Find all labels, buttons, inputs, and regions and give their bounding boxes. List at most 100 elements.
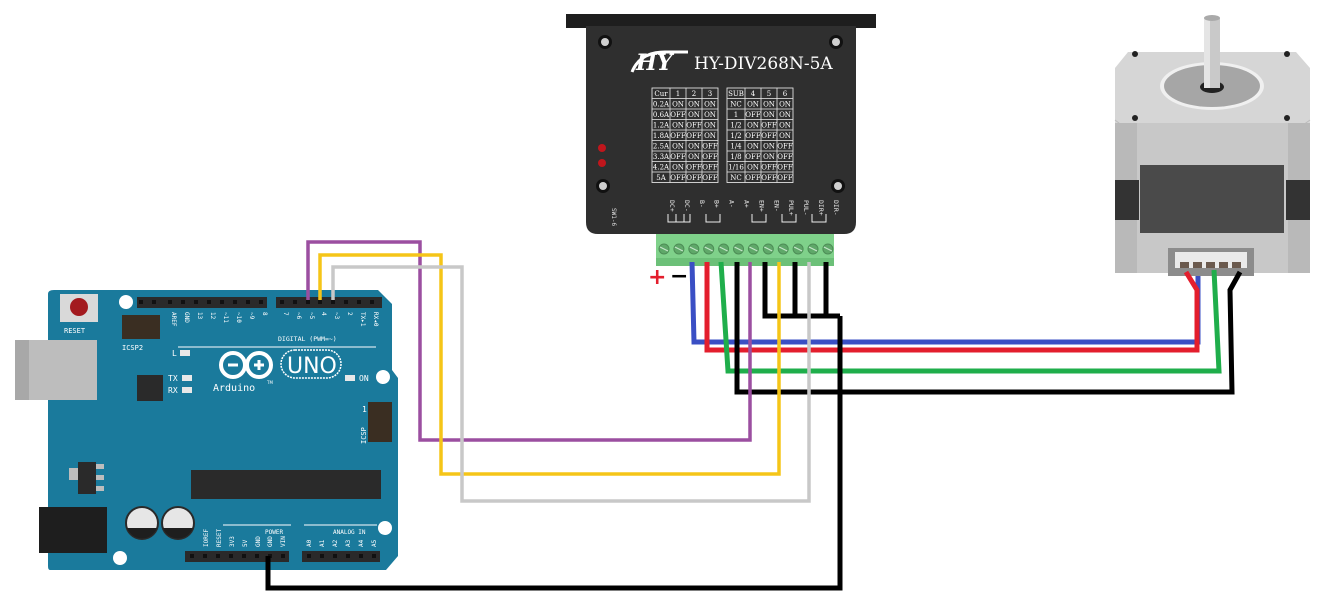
header-pin[interactable] [357, 300, 361, 304]
table-value-cell: 1/8 [730, 153, 741, 161]
table-header-cell: 1 [676, 90, 680, 98]
stepper-motor [1114, 15, 1311, 276]
shaft-highlight [1204, 18, 1210, 88]
header-pin[interactable] [306, 300, 310, 304]
mount-hole-icon [119, 295, 133, 309]
header-pin[interactable] [331, 300, 335, 304]
terminal-bracket [705, 214, 721, 223]
mount-hole-icon [1132, 115, 1138, 121]
screw-icon [834, 182, 842, 190]
wires [265, 240, 1243, 591]
table-value-cell: 1/4 [730, 143, 742, 151]
header-pin[interactable] [139, 300, 143, 304]
digital-pin-label: TX▸1 [359, 312, 366, 327]
mount-hole-icon [1132, 51, 1138, 57]
table-value-cell: 1 [734, 111, 738, 119]
connector-pin [1180, 262, 1189, 268]
terminal-block-base [656, 258, 834, 266]
header-pin[interactable] [242, 554, 246, 558]
power-plus-label: + [648, 265, 666, 290]
table-value-cell: 5A [656, 174, 666, 182]
header-pin[interactable] [281, 554, 285, 558]
capacitor-band [163, 528, 193, 539]
header-pin[interactable] [190, 554, 194, 558]
digital-pin-label: ~10 [235, 312, 242, 323]
analog-pin-label: A1 [319, 539, 326, 547]
header-pin[interactable] [280, 300, 284, 304]
table-value-cell: 3.3A [653, 153, 670, 161]
screw-slot [749, 246, 758, 252]
header-pin[interactable] [255, 554, 259, 558]
header-pin[interactable] [346, 554, 350, 558]
screw-slot [674, 246, 684, 252]
table-header-cell: 5 [767, 90, 771, 98]
analog-pin-label: A0 [306, 539, 313, 547]
header-pin[interactable] [229, 554, 233, 558]
table-cell [701, 171, 719, 183]
digital-pin-label: ~6 [295, 312, 302, 320]
header-pin[interactable] [372, 554, 376, 558]
table-value-cell: ON [779, 101, 791, 109]
power-pin-label: GND [255, 536, 262, 547]
header-pin[interactable] [307, 554, 311, 558]
digital-pin-label: RX◂0 [372, 312, 379, 327]
header-pin[interactable] [207, 300, 211, 304]
voltage-regulator [78, 462, 96, 494]
header-pin[interactable] [259, 300, 263, 304]
table-value-cell: ON [704, 122, 716, 130]
table-value-cell: OFF [745, 174, 761, 182]
header-pin[interactable] [333, 554, 337, 558]
connector-pin [1193, 262, 1202, 268]
header-pin[interactable] [246, 300, 250, 304]
icsp-label: ICSP [360, 427, 368, 444]
motor-groove [1115, 180, 1139, 220]
table-value-cell: OFF [777, 164, 793, 172]
header-pin[interactable] [203, 554, 207, 558]
analog-pin-label: A2 [332, 539, 339, 547]
header-pin[interactable] [194, 300, 198, 304]
table-value-cell: NC [730, 174, 741, 182]
table-value-cell: ON [747, 143, 759, 151]
reset-button-cap-icon[interactable] [70, 298, 88, 316]
header-pin[interactable] [152, 300, 156, 304]
header-pin[interactable] [318, 300, 322, 304]
screw-slot [704, 246, 713, 252]
table-value-cell: 4.2A [653, 164, 670, 172]
power-pin-label: 3V3 [229, 536, 236, 547]
header-pin[interactable] [320, 554, 324, 558]
header-pin[interactable] [181, 300, 185, 304]
header-pin[interactable] [220, 300, 224, 304]
led-rx-icon [182, 387, 192, 393]
header-pin[interactable] [216, 554, 220, 558]
led-l-icon [180, 350, 190, 356]
table-value-cell: OFF [702, 164, 718, 172]
screw-slot [793, 246, 803, 252]
power-pin-label: GND [267, 536, 274, 547]
header-pin[interactable] [370, 300, 374, 304]
header-pin[interactable] [359, 554, 363, 558]
header-pins [139, 300, 376, 558]
table-value-cell: OFF [670, 111, 686, 119]
mount-hole-icon [113, 551, 127, 565]
header-pin[interactable] [233, 300, 237, 304]
terminal-label: DIR+ [817, 200, 825, 216]
table-value-cell: OFF [686, 174, 702, 182]
power-minus-label: − [670, 264, 688, 289]
uno-label: UNO [287, 354, 337, 379]
terminal-label: EN- [772, 200, 780, 212]
header-pin[interactable] [293, 300, 297, 304]
screw-slot [734, 246, 743, 252]
digital-header-right [276, 297, 382, 308]
header-pin[interactable] [344, 300, 348, 304]
digital-pin-label: 2 [346, 312, 353, 316]
table-value-cell: ON [779, 122, 791, 130]
header-pin[interactable] [168, 300, 172, 304]
mount-hole-icon [376, 370, 390, 384]
power-pin-label: RESET [216, 529, 223, 547]
table-value-cell: OFF [702, 143, 718, 151]
